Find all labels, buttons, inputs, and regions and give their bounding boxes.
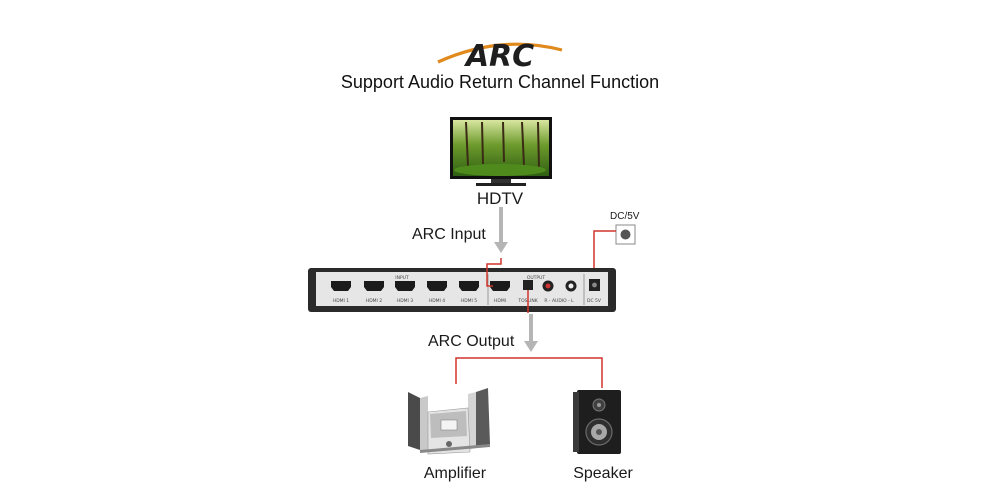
hdmi-port — [331, 281, 351, 291]
hdmi-port — [395, 281, 415, 291]
arc-input-wire — [486, 258, 502, 287]
output-branch-wire — [455, 357, 603, 388]
headline: Support Audio Return Channel Function — [340, 72, 660, 92]
tv-icon — [450, 117, 552, 186]
logo-swoosh — [437, 42, 563, 64]
toslink-port — [523, 280, 533, 290]
speaker-label: Speaker — [573, 465, 633, 482]
port-group — [331, 281, 510, 291]
arc-output-arrow — [524, 314, 538, 352]
port-label: DC 5V — [587, 298, 602, 304]
port-label: R - AUDIO - L — [544, 298, 574, 304]
logo-text: ARC — [464, 39, 534, 72]
port-label: HDMI 3 — [397, 298, 413, 304]
hdmi-port — [490, 281, 510, 291]
hdmi-port — [364, 281, 384, 291]
input-group-label: INPUT — [395, 275, 409, 281]
hdmi-switch-icon: INPUT OUTPUT HDMI 1 HDMI 2 HDMI 3 HDMI 4… — [308, 268, 616, 312]
port-label: HDMI — [494, 298, 506, 304]
rca-jacks — [542, 280, 577, 292]
output-group-label: OUTPUT — [527, 275, 546, 281]
arc-output-label: ARC Output — [428, 333, 515, 350]
hdmi-port — [459, 281, 479, 291]
amplifier-label: Amplifier — [423, 465, 487, 482]
arc-logo: ARC — [437, 39, 563, 72]
speaker-icon — [573, 390, 621, 454]
hdmi-port — [427, 281, 447, 291]
power-jack-icon — [615, 224, 636, 245]
tv-label: HDTV — [476, 189, 524, 208]
amplifier-icon — [408, 388, 490, 455]
power-wire — [593, 230, 616, 280]
port-label: HDMI 5 — [461, 298, 477, 304]
port-label: HDMI 2 — [366, 298, 382, 304]
arc-input-arrow — [494, 207, 508, 253]
arc-input-label: ARC Input — [412, 226, 486, 243]
power-label: DC/5V — [610, 211, 640, 222]
port-label: HDMI 1 — [333, 298, 349, 304]
port-label: HDMI 4 — [429, 298, 445, 304]
